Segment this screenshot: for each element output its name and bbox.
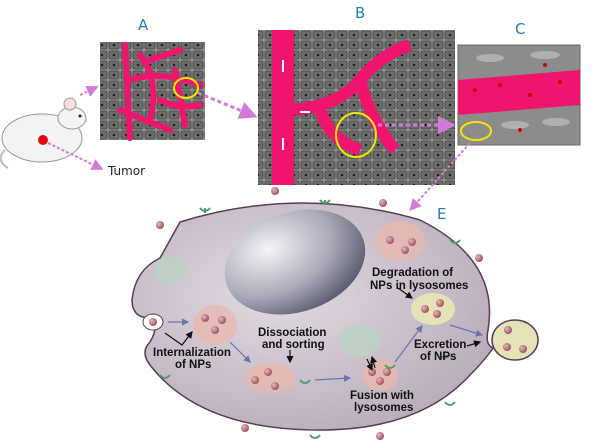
label-fusion-line2: lysosomes	[354, 402, 413, 414]
cell-illustration	[131, 187, 539, 440]
panel-label-b: B	[355, 4, 365, 22]
label-fusion-line1: Fusion with	[350, 390, 414, 402]
panel-label-c: C	[515, 20, 525, 38]
label-dissociation-line1: Dissociation	[258, 327, 326, 339]
label-degradation-line1: Degradation of	[372, 267, 453, 279]
tumor-marker	[38, 135, 48, 145]
label-internalization-line2: of NPs	[175, 359, 211, 371]
panel-label-e: E	[437, 205, 446, 223]
panel-label-a: A	[138, 16, 149, 34]
label-excretion-line2: of NPs	[420, 351, 456, 363]
mouse-illustration	[0, 97, 87, 169]
label-dissociation-line2: and sorting	[262, 339, 325, 351]
tumor-label: Tumor	[107, 164, 145, 178]
arrow-mouse-to-a	[79, 85, 99, 97]
label-internalization-line1: Internalization	[153, 347, 231, 359]
arrow-a-to-b	[197, 91, 258, 119]
label-degradation-line2: NPs in lysosomes	[370, 280, 468, 292]
label-excretion-line1: Excretion	[414, 339, 466, 351]
panel-b-tissue	[258, 30, 455, 185]
arrow-c-to-e	[409, 142, 471, 211]
nucleus	[224, 209, 366, 315]
panel-a-tissue	[100, 42, 205, 141]
panel-c-vessel	[457, 44, 581, 146]
